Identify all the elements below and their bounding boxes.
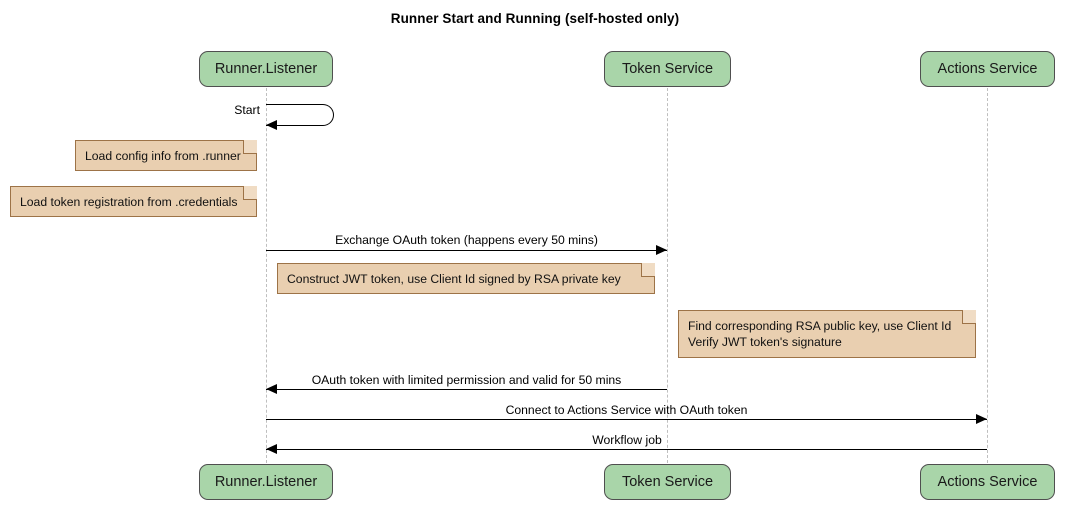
lifeline-runner: [266, 88, 267, 463]
note-load-token-registration: Load token registration from .credential…: [10, 186, 257, 217]
message-oauth-token-return-line: [266, 389, 667, 390]
participant-actions-bottom[interactable]: Actions Service: [920, 464, 1055, 500]
participant-label: Token Service: [621, 61, 714, 77]
note-fold-corner: [641, 263, 655, 277]
message-exchange-oauth-token-arrowhead: [656, 245, 667, 255]
participant-label: Actions Service: [937, 474, 1038, 490]
note-construct-jwt-token: Construct JWT token, use Client Id signe…: [277, 263, 655, 294]
message-start-loop: [266, 104, 334, 126]
message-exchange-oauth-token-line: [266, 250, 667, 251]
participant-label: Token Service: [621, 474, 714, 490]
message-connect-to-actions-service-arrowhead: [976, 414, 987, 424]
lifeline-token: [667, 88, 668, 463]
message-exchange-oauth-token-label: Exchange OAuth token (happens every 50 m…: [335, 233, 598, 247]
message-workflow-job-arrowhead: [266, 444, 277, 454]
note-text: Load token registration from .credential…: [20, 194, 238, 209]
message-workflow-job-label: Workflow job: [592, 433, 662, 447]
participant-label: Runner.Listener: [214, 474, 318, 490]
note-text: Find corresponding RSA public key, use C…: [688, 319, 952, 349]
message-start-label: Start: [234, 103, 260, 117]
message-workflow-job-line: [266, 449, 987, 450]
participant-label: Actions Service: [937, 61, 1038, 77]
lifeline-actions: [987, 88, 988, 463]
participant-token-bottom[interactable]: Token Service: [604, 464, 731, 500]
participant-actions-top[interactable]: Actions Service: [920, 51, 1055, 87]
participant-label: Runner.Listener: [214, 61, 318, 77]
note-fold-corner: [243, 186, 257, 200]
message-connect-to-actions-service-line: [266, 419, 987, 420]
note-text: Load config info from .runner: [85, 148, 241, 163]
participant-runner-bottom[interactable]: Runner.Listener: [199, 464, 333, 500]
note-verify-jwt-token: Find corresponding RSA public key, use C…: [678, 310, 976, 358]
message-oauth-token-return-arrowhead: [266, 384, 277, 394]
participant-runner-top[interactable]: Runner.Listener: [199, 51, 333, 87]
message-start-arrowhead: [266, 120, 277, 130]
participant-token-top[interactable]: Token Service: [604, 51, 731, 87]
message-oauth-token-return-label: OAuth token with limited permission and …: [311, 373, 622, 387]
page-title: Runner Start and Running (self-hosted on…: [390, 11, 680, 26]
note-load-config-info: Load config info from .runner: [75, 140, 257, 171]
note-text: Construct JWT token, use Client Id signe…: [287, 271, 621, 286]
note-fold-corner: [243, 140, 257, 154]
message-connect-to-actions-service-label: Connect to Actions Service with OAuth to…: [505, 403, 748, 417]
note-fold-corner: [962, 310, 976, 324]
